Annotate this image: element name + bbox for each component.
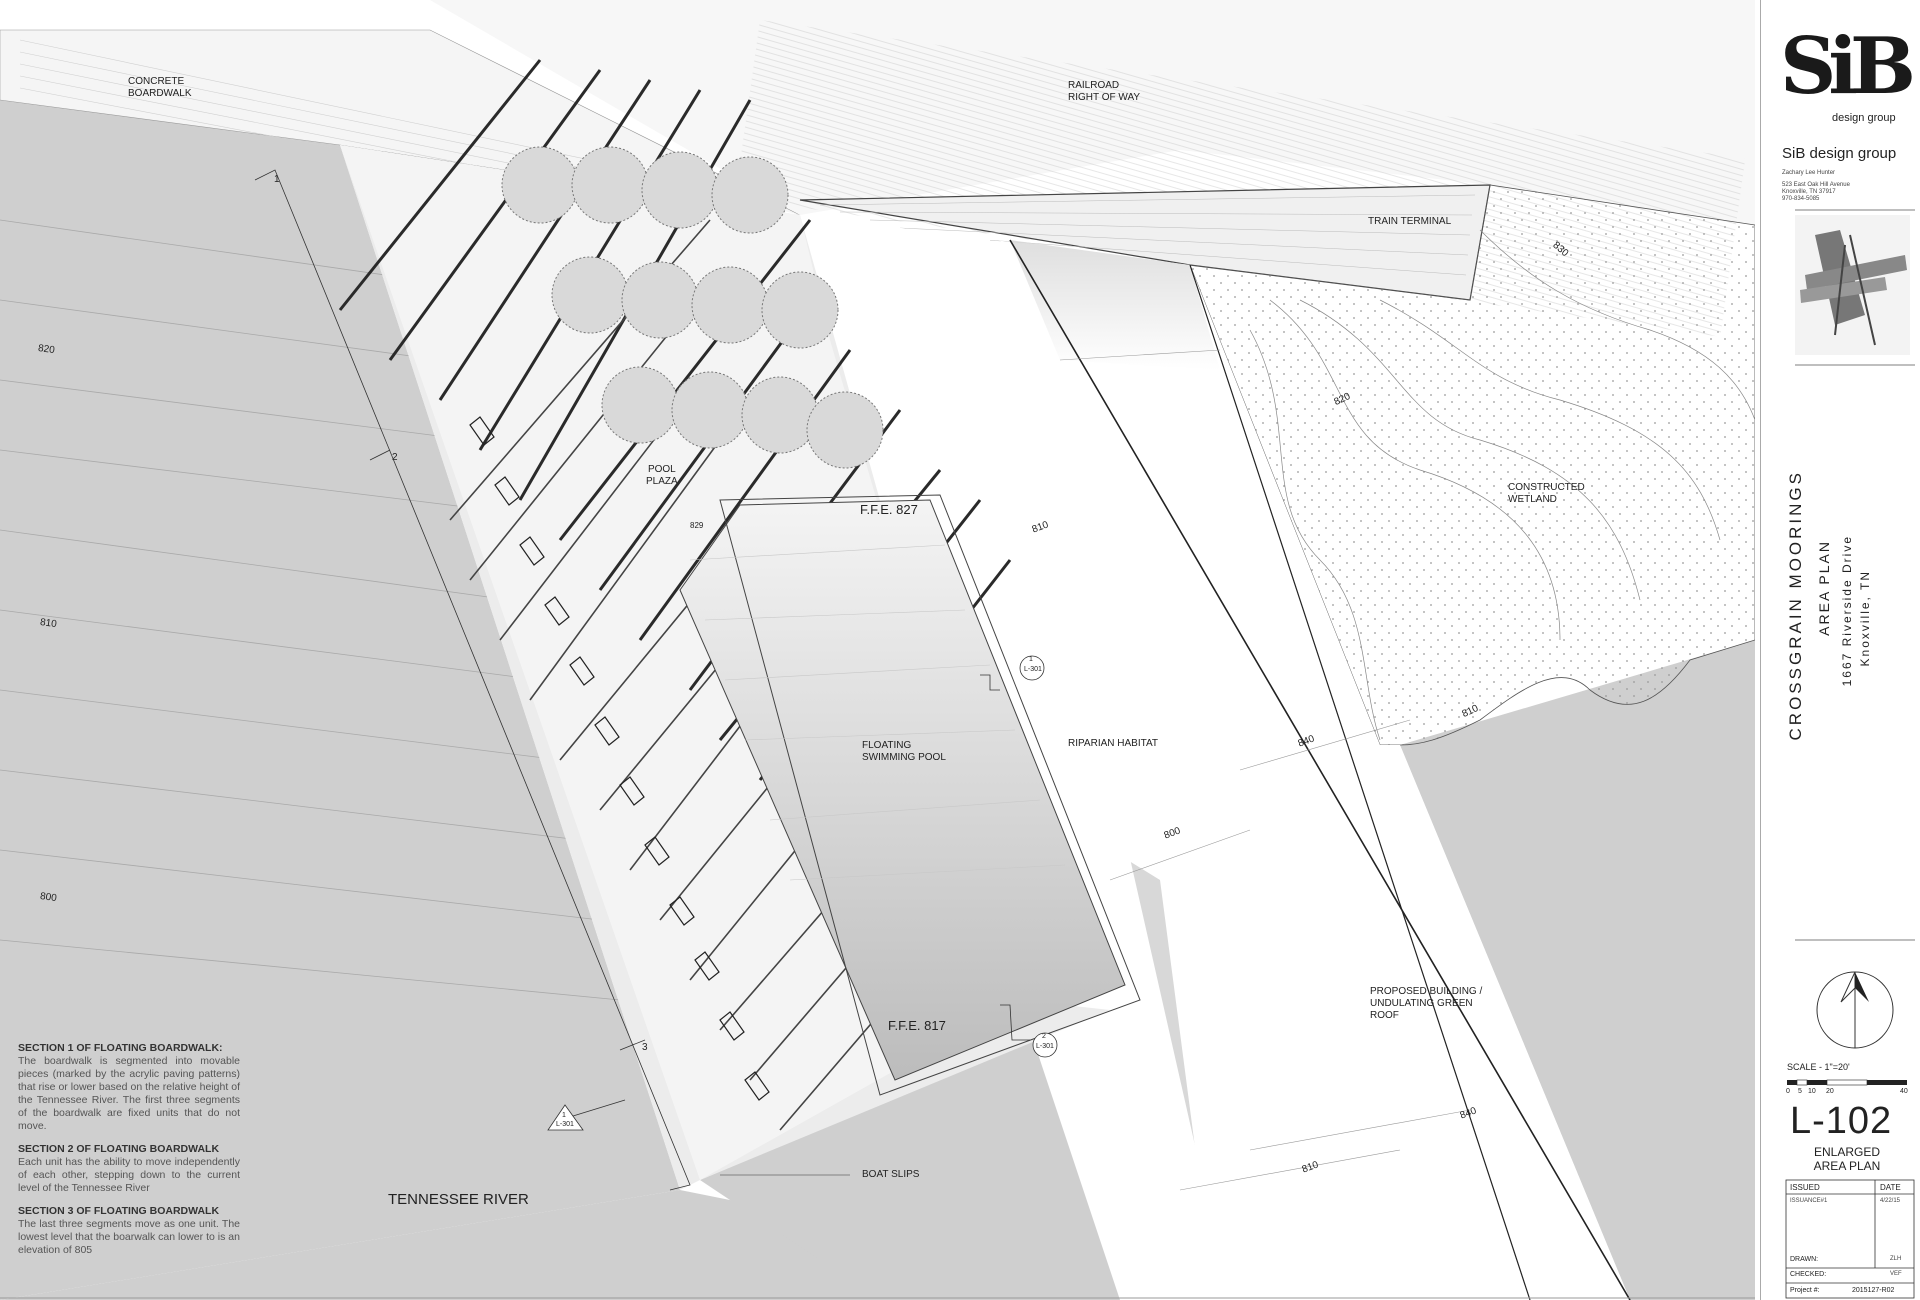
note-body: Each unit has the ability to move indepe…	[18, 1156, 240, 1194]
label-riparian-habitat: RIPARIAN HABITAT	[1068, 738, 1159, 749]
project-label: Project #:	[1790, 1287, 1820, 1294]
scale-bar	[1787, 1079, 1907, 1086]
section-marker-2	[1032, 1032, 1058, 1058]
issued-value: ISSUANCE#1	[1790, 1198, 1828, 1204]
constructed-wetland	[1189, 184, 1755, 746]
firm-phone: 970-834-5085	[1782, 196, 1820, 202]
label-tennessee-river: TENNESSEE RIVER	[388, 1191, 529, 1208]
section-marker-1	[1019, 655, 1045, 681]
section-boundary-line	[254, 169, 691, 1191]
sheet-number: L-102	[1790, 1100, 1893, 1142]
callout-sheet: L-301	[1024, 666, 1042, 673]
drawn-value: ZLH	[1890, 1256, 1902, 1262]
section-number: 3	[642, 1042, 648, 1053]
boat-slips	[469, 416, 770, 1101]
label-pool-plaza: POOL PLAZA	[646, 464, 678, 487]
checked-value: VEF	[1890, 1271, 1902, 1277]
label-proposed-building: PROPOSED BUILDING / UNDULATING GREEN ROO…	[1370, 986, 1483, 1021]
section-number: 2	[392, 452, 398, 463]
scale-tick: 40	[1900, 1088, 1908, 1095]
firm-address-2: Knoxville, TN 37917	[1782, 189, 1836, 195]
scale-tick: 0	[1786, 1088, 1790, 1095]
pool-deck	[719, 494, 1141, 1096]
project-subtitle: AREA PLAN	[1816, 540, 1832, 636]
sheet-title-line-2: AREA PLAN	[1813, 1159, 1881, 1173]
note-heading: SECTION 1 OF FLOATING BOARDWALK:	[18, 1042, 223, 1054]
label-railroad-right-of-way: RAILROAD RIGHT OF WAY	[1068, 80, 1141, 103]
scale-tick: 20	[1826, 1088, 1834, 1095]
project-address: 1667 Riverside Drive	[1840, 535, 1854, 687]
label-train-terminal: TRAIN TERMINAL	[1368, 216, 1452, 227]
label-ffe-817: F.F.E. 817	[888, 1018, 946, 1033]
checked-label: CHECKED:	[1790, 1271, 1827, 1278]
firm-person: Zachary Lee Hunter	[1782, 170, 1836, 176]
note-body: The last three segments move as one unit…	[18, 1218, 240, 1256]
label-ffe-827: F.F.E. 827	[860, 502, 918, 517]
callout-sheet: L-301	[1036, 1043, 1054, 1050]
title-block-frame	[1760, 0, 1915, 1300]
title-block: SiB design group SiB design group Zachar…	[1760, 0, 1920, 1300]
issue-table-frame	[1785, 1179, 1915, 1299]
callout-number: 1	[1029, 656, 1033, 663]
scale-tick: 5	[1798, 1088, 1802, 1095]
callout-number: 2	[1042, 1033, 1046, 1040]
label-floating-swimming-pool: FLOATING SWIMMING POOL	[862, 740, 946, 763]
north-arrow	[1816, 971, 1894, 1049]
firm-logo: SiB	[1780, 28, 1916, 106]
label-concrete-boardwalk: CONCRETE BOARDWALK	[128, 76, 192, 99]
note-heading: SECTION 3 OF FLOATING BOARDWALK	[18, 1205, 220, 1217]
contour-label: 810	[39, 616, 58, 631]
project-value: 2015127-R02	[1852, 1287, 1895, 1294]
firm-name: SiB design group	[1782, 145, 1897, 162]
logo-mark: SiB	[1780, 21, 1916, 112]
date-header: DATE	[1880, 1183, 1901, 1192]
issued-header: ISSUED	[1790, 1183, 1820, 1192]
callout-number: 1	[562, 1112, 566, 1119]
scale-label: SCALE - 1"=20'	[1787, 1062, 1850, 1072]
note-heading: SECTION 2 OF FLOATING BOARDWALK	[18, 1143, 220, 1155]
firm-address-1: 523 East Oak Hill Avenue	[1782, 182, 1850, 188]
callout-sheet: L-301	[556, 1121, 574, 1128]
note-body: The boardwalk is segmented into movable …	[18, 1055, 240, 1132]
label-constructed-wetland: CONSTRUCTED WETLAND	[1508, 482, 1585, 505]
contour-label: 820	[37, 342, 56, 357]
site-plan-drawing	[0, 20, 1755, 1300]
project-city: Knoxville, TN	[1858, 570, 1872, 667]
section-number: 1	[274, 174, 280, 185]
date-value: 4/22/15	[1880, 1198, 1901, 1204]
section-callout-triangle	[547, 1104, 584, 1131]
river-contour-lines	[0, 219, 621, 1001]
riparian-habitat	[780, 210, 1630, 1300]
sheet-title-line-1: ENLARGED	[1813, 1145, 1881, 1159]
site-key-map	[1795, 215, 1910, 355]
scale-tick: 10	[1808, 1088, 1816, 1095]
river-right-area	[1400, 640, 1755, 1300]
tree-canopies	[501, 146, 884, 469]
boardwalk-notes: SECTION 1 OF FLOATING BOARDWALK: The boa…	[18, 1042, 240, 1267]
label-spot-elevation-829: 829	[690, 521, 704, 530]
logo-subtitle: design group	[1832, 112, 1896, 124]
label-boat-slips: BOAT SLIPS	[862, 1169, 920, 1180]
project-title: CROSSGRAIN MOORINGS	[1786, 470, 1805, 741]
drawn-label: DRAWN:	[1790, 1256, 1819, 1263]
floating-swimming-pool	[679, 499, 1126, 1081]
tennessee-river-area	[0, 100, 680, 1300]
contour-label: 800	[39, 890, 58, 905]
sheet-title: ENLARGED AREA PLAN	[1782, 1145, 1912, 1173]
